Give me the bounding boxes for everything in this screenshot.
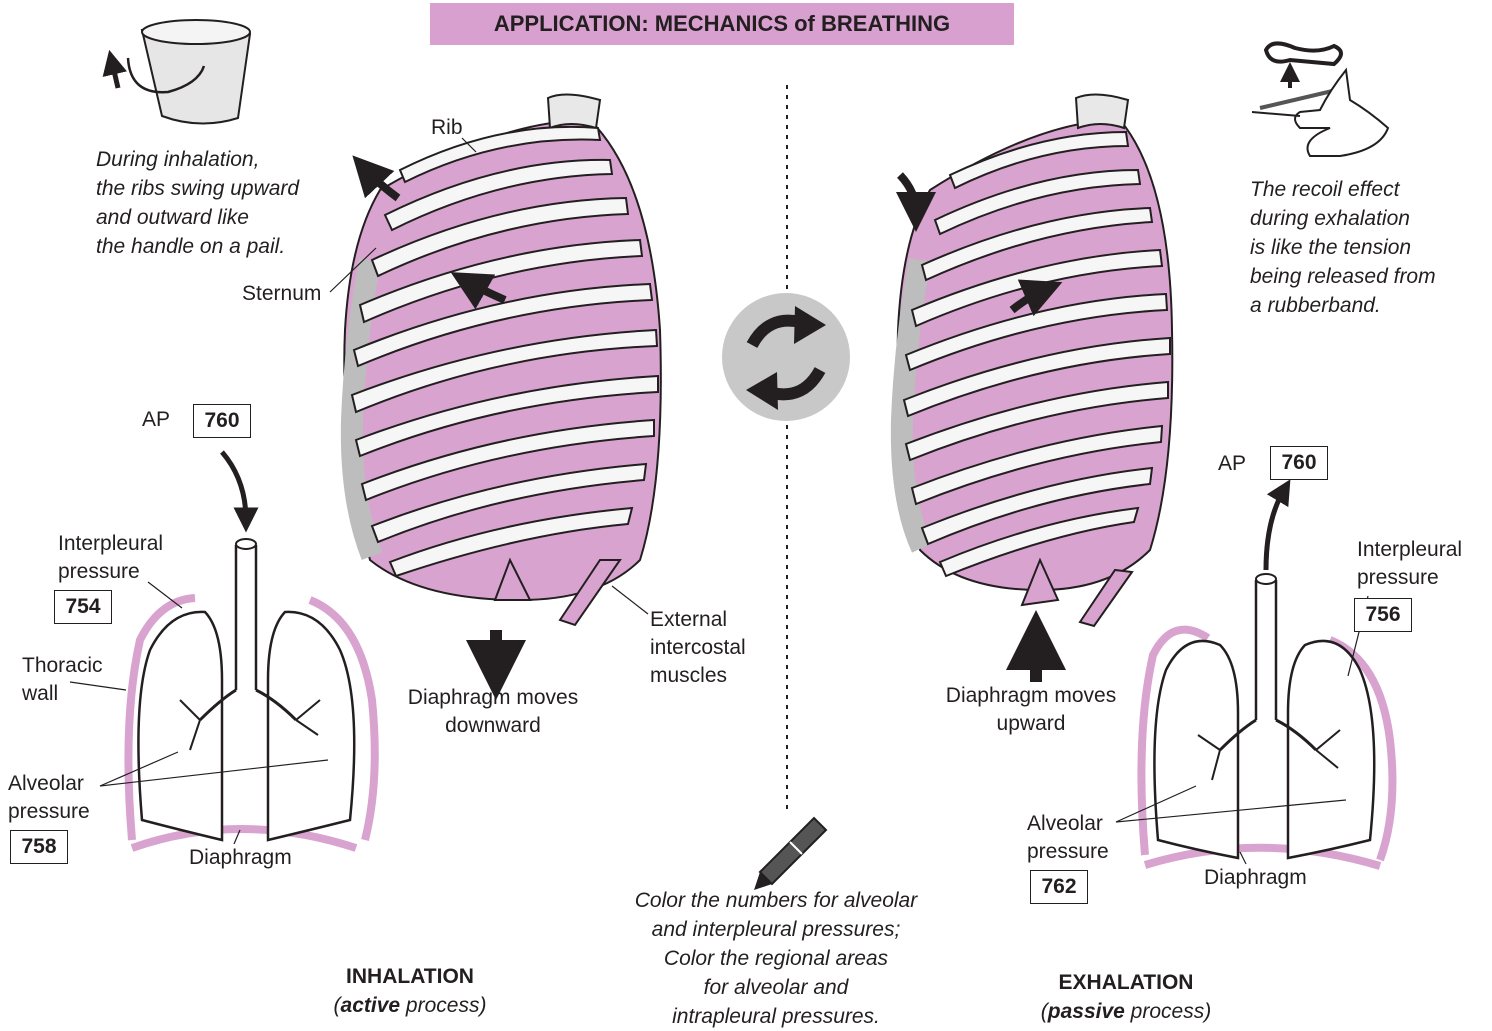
interpleural-value-right: 756 xyxy=(1354,598,1412,632)
recoil-caption: The recoil effect during exhalation is l… xyxy=(1250,175,1436,320)
alveolar-label-left: Alveolar pressure xyxy=(8,770,90,826)
ap-value-left: 760 xyxy=(193,404,251,438)
thoracic-wall-label: Thoracic wall xyxy=(22,652,103,708)
alveolar-value-left: 758 xyxy=(10,830,68,864)
diaphragm-moves-up-label: Diaphragm moves upward xyxy=(934,682,1128,738)
right-rib-cage xyxy=(898,94,1173,626)
ap-label-left: AP xyxy=(142,406,170,434)
interpleural-label-left: Interpleural pressure xyxy=(58,530,163,586)
external-intercostal-label: External intercostal muscles xyxy=(650,606,746,690)
rib-label: Rib xyxy=(431,114,463,142)
left-lungs xyxy=(128,539,374,848)
interpleural-value-left: 754 xyxy=(54,590,112,624)
exhalation-heading: EXHALATION (passive process) xyxy=(1016,968,1236,1026)
diaphragm-moves-down-label: Diaphragm moves downward xyxy=(396,684,590,740)
alveolar-label-right: Alveolar pressure xyxy=(1027,810,1109,866)
interpleural-label-right: Interpleural pressure xyxy=(1357,536,1462,592)
sternum-label: Sternum xyxy=(242,280,321,308)
crayon-icon xyxy=(754,818,826,890)
ap-label-right: AP xyxy=(1218,450,1246,478)
cycle-arrows-icon xyxy=(722,293,850,421)
ap-value-right: 760 xyxy=(1270,446,1328,480)
alveolar-value-right: 762 xyxy=(1030,870,1088,904)
inhalation-heading: INHALATION (active process) xyxy=(300,962,520,1020)
rubberband-icon xyxy=(1252,43,1388,156)
coloring-instructions: Color the numbers for alveolar and inter… xyxy=(606,886,946,1031)
page-title: APPLICATION: MECHANICS of BREATHING xyxy=(430,3,1014,45)
diaphragm-label-right: Diaphragm xyxy=(1204,864,1307,892)
pail-caption: During inhalation, the ribs swing upward… xyxy=(96,145,299,261)
left-rib-cage xyxy=(344,94,661,625)
diaphragm-label-left: Diaphragm xyxy=(189,844,292,872)
pail-icon xyxy=(112,20,250,124)
